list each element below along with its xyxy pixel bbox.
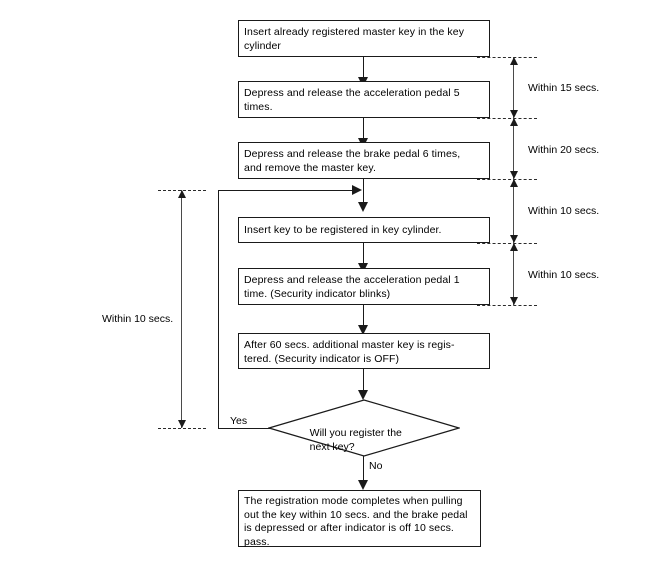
process-line: Insert already registered master key in …	[244, 26, 465, 38]
arrow-step6-decision-icon	[358, 390, 368, 400]
bracket-2-arrow-top-icon	[510, 118, 518, 126]
decision-diamond	[268, 399, 460, 457]
arrow-feedback-icon	[352, 185, 362, 195]
bracket-label-within-20-secs: Within 20 secs.	[528, 144, 600, 156]
process-line: Depress and release the acceleration ped…	[244, 274, 460, 286]
decision-line: next key?	[309, 441, 355, 453]
arrow-decision-step7-icon	[358, 480, 368, 490]
process-line: Insert key to be registered in key cylin…	[244, 224, 442, 236]
bracket-3-arrow-top-icon	[510, 179, 518, 187]
left-bracket-arrow-bottom-icon	[178, 420, 186, 428]
process-line: time. (Security indicator blinks)	[244, 288, 391, 300]
process-line: Depress and release the acceleration ped…	[244, 87, 460, 99]
bracket-1-arrow-bottom-icon	[510, 110, 518, 118]
dash-leader-3	[477, 179, 537, 180]
process-line: is depressed or after indicator is off 1…	[244, 522, 454, 535]
bracket-2-arrow-bottom-icon	[510, 171, 518, 179]
bracket-2-line	[513, 118, 514, 179]
bracket-3-arrow-bottom-icon	[510, 235, 518, 243]
bracket-label-within-10-secs-lower: Within 10 secs.	[528, 269, 600, 281]
connector-step4-step5	[363, 243, 364, 267]
bracket-3-line	[513, 179, 514, 243]
process-line: cylinder	[244, 40, 281, 52]
process-line: out the key within 10 secs. and the brak…	[244, 508, 468, 521]
decision-line: Will you register the	[309, 427, 402, 439]
dash-leader-2	[477, 118, 537, 119]
process-box-acceleration-pedal-1: Depress and release the acceleration ped…	[238, 268, 490, 305]
bracket-label-within-10-secs-upper: Within 10 secs.	[528, 205, 600, 217]
decision-label: Will you register the next key?	[298, 412, 448, 468]
bracket-1-arrow-top-icon	[510, 57, 518, 65]
process-line: Depress and release the brake pedal 6 ti…	[244, 148, 461, 160]
bracket-4-arrow-bottom-icon	[510, 297, 518, 305]
yes-branch-horizontal	[218, 428, 270, 429]
arrow-step5-step6-icon	[358, 325, 368, 335]
edge-label-no: No	[369, 460, 383, 472]
process-line: and remove the master key.	[244, 162, 376, 174]
process-line: pass.	[244, 535, 270, 548]
bracket-4-arrow-top-icon	[510, 243, 518, 251]
connector-step2-step3	[363, 118, 364, 142]
process-box-acceleration-pedal-5: Depress and release the acceleration ped…	[238, 81, 490, 118]
connector-decision-step7	[363, 454, 364, 484]
dash-leader-4	[477, 243, 537, 244]
connector-step6-decision	[363, 368, 364, 396]
left-bracket-line	[181, 190, 182, 428]
process-line: tered. (Security indicator is OFF)	[244, 353, 400, 365]
process-box-insert-new-key: Insert key to be registered in key cylin…	[238, 217, 490, 243]
process-line: After 60 secs. additional master key is …	[244, 339, 455, 351]
process-box-insert-master-key: Insert already registered master key in …	[238, 20, 490, 57]
left-bracket-arrow-top-icon	[178, 190, 186, 198]
connector-step3-step4	[363, 179, 364, 208]
dash-leader-5	[477, 305, 537, 306]
yes-branch-vertical	[218, 190, 219, 429]
edge-label-yes: Yes	[230, 415, 248, 427]
dash-leader-1	[477, 57, 537, 58]
bracket-1-line	[513, 57, 514, 118]
connector-step5-step6	[363, 305, 364, 329]
process-box-brake-pedal-6: Depress and release the brake pedal 6 ti…	[238, 142, 490, 179]
dash-leader-left-bottom	[158, 428, 206, 429]
process-line: times.	[244, 101, 273, 113]
bracket-4-line	[513, 243, 514, 305]
process-box-after-60-secs: After 60 secs. additional master key is …	[238, 333, 490, 369]
feedback-horizontal	[218, 190, 355, 191]
bracket-label-left-within-10-secs: Within 10 secs.	[102, 313, 174, 325]
bracket-label-within-15-secs: Within 15 secs.	[528, 82, 600, 94]
connector-step1-step2	[363, 57, 364, 81]
process-box-registration-complete: The registration mode completes when pul…	[238, 490, 481, 548]
process-line: The registration mode completes when pul…	[244, 495, 463, 507]
arrow-step3-step4-icon	[358, 202, 368, 212]
